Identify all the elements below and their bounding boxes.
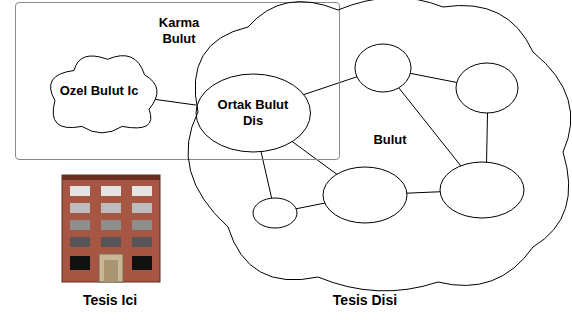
window [132, 237, 152, 247]
window [70, 186, 90, 196]
cloud-outline [51, 56, 157, 133]
location-label: Tesis Ici [83, 292, 137, 309]
private-cloud: Ozel Bulut Ic [46, 49, 158, 135]
location-label: Tesis Disi [333, 292, 397, 309]
window [132, 220, 152, 230]
node-label: Bulut [373, 132, 406, 148]
cloud-outline [188, 0, 571, 291]
network-ellipse [456, 63, 518, 113]
window [132, 186, 152, 196]
network-ellipse [323, 167, 407, 223]
window [101, 203, 121, 213]
window [101, 237, 121, 247]
window [70, 237, 90, 247]
network-ellipse [440, 162, 524, 218]
node-label: Karma Bulut [144, 15, 214, 46]
building-body [62, 175, 160, 282]
building-roof [62, 175, 160, 180]
window [132, 203, 152, 213]
hybrid-cloud-region: Karma BulutOzel Bulut Ic Ortak Bulut Dis [15, 2, 340, 160]
network-ellipse [253, 198, 297, 228]
public-cloud-ellipse: Ortak Bulut Dis [195, 73, 312, 153]
window [70, 256, 90, 270]
node-label: Ortak Bulut Dis [208, 97, 298, 128]
building-door-panel [104, 260, 118, 282]
window [101, 220, 121, 230]
window [70, 203, 90, 213]
window [70, 220, 90, 230]
network-ellipse [355, 44, 411, 92]
window [101, 186, 121, 196]
ellipse-outline [196, 74, 311, 152]
building-door [99, 254, 123, 282]
connector-line [152, 99, 196, 105]
cloud-region: Bulut [188, 2, 570, 287]
node-label: Ozel Bulut Ic [60, 83, 139, 99]
window [132, 256, 152, 270]
